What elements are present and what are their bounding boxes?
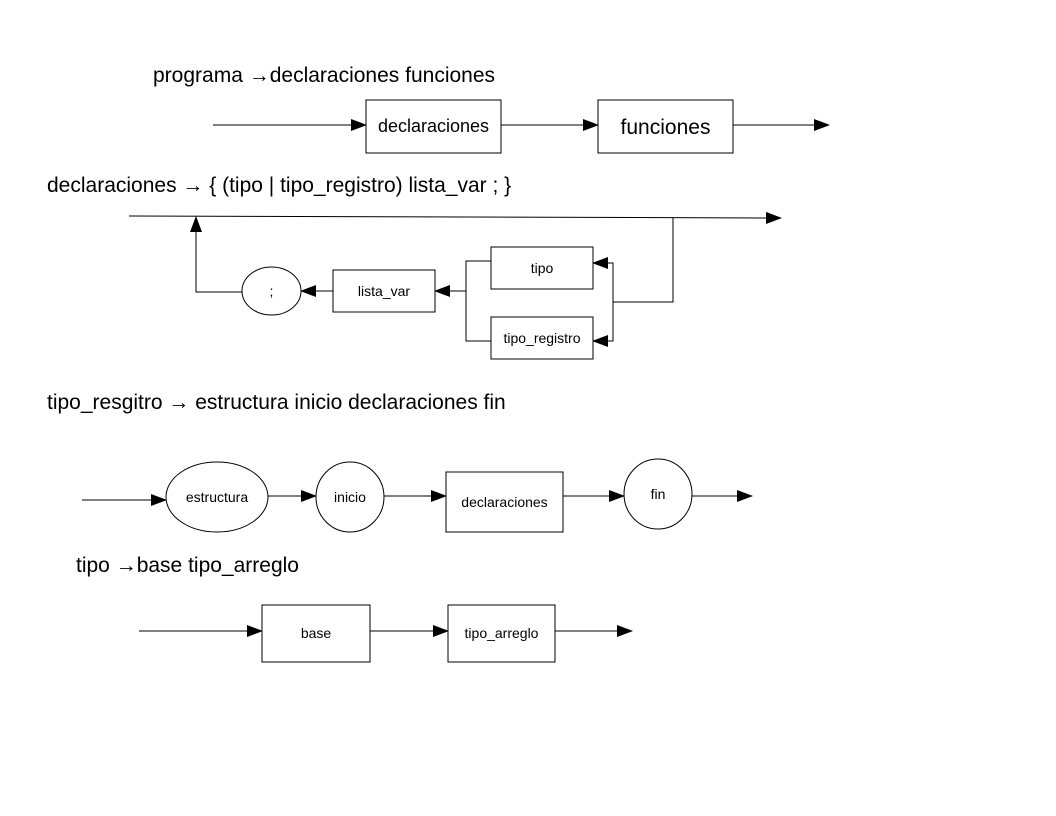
programa-funciones-node: funciones <box>597 99 734 154</box>
declaraciones-semicolon-node: ; <box>241 266 302 316</box>
declaraciones-semicolon-label: ; <box>270 283 274 299</box>
declaraciones-lista-var-node: lista_var <box>332 269 436 313</box>
declaraciones-split-to-tipo-registro-arrow <box>592 302 614 347</box>
rule-tipo-registro-diagram: estructura inicio declaraciones fin <box>82 458 753 533</box>
declaraciones-tipo-node: tipo <box>490 246 594 290</box>
programa-funciones-label: funciones <box>621 116 711 139</box>
tipo-base-label: base <box>301 625 332 641</box>
declaraciones-split-to-tipo-arrow <box>592 257 614 302</box>
rule-declaraciones-heading: declaraciones → { (tipo | tipo_registro)… <box>47 174 512 197</box>
tipo-registro-fin-label: fin <box>651 486 666 502</box>
tipo-registro-declaraciones-node: declaraciones <box>445 471 564 533</box>
tipo-registro-fin-node: fin <box>623 458 693 530</box>
declaraciones-tipo-registro-node: tipo_registro <box>490 316 594 360</box>
tipo-registro-estructura-label: estructura <box>186 489 248 505</box>
rule-declaraciones-diagram: tipo tipo_registro lista_var ; <box>128 211 782 360</box>
rule-tipo-heading: tipo →base tipo_arreglo <box>76 554 299 577</box>
tipo-registro-inicio-label: inicio <box>334 489 366 505</box>
rule-programa-diagram: declaraciones funciones <box>213 99 830 154</box>
rule-tipo-registro-heading: tipo_resgitro → estructura inicio declar… <box>47 391 506 414</box>
declaraciones-tipo-registro-label: tipo_registro <box>503 330 580 346</box>
tipo-tipo-arreglo-node: tipo_arreglo <box>447 604 556 663</box>
tipo-tipo-arreglo-label: tipo_arreglo <box>465 625 539 641</box>
declaraciones-loop-right-connector <box>613 218 674 303</box>
programa-declaraciones-node: declaraciones <box>365 99 502 154</box>
declaraciones-main-line-arrow <box>128 211 782 224</box>
declaraciones-lista-var-label: lista_var <box>358 283 410 299</box>
declaraciones-loop-back-arrow <box>190 216 242 293</box>
tipo-registro-declaraciones-label: declaraciones <box>461 494 547 510</box>
tipo-base-node: base <box>261 604 371 663</box>
tipo-registro-inicio-node: inicio <box>315 461 385 533</box>
rule-programa-heading: programa →declaraciones funciones <box>153 64 496 87</box>
programa-declaraciones-label: declaraciones <box>378 116 489 136</box>
tipo-registro-estructura-node: estructura <box>165 461 269 533</box>
declaraciones-tipo-label: tipo <box>531 260 554 276</box>
declaraciones-merge-bracket <box>465 260 491 342</box>
rule-tipo-diagram: base tipo_arreglo <box>139 604 633 663</box>
